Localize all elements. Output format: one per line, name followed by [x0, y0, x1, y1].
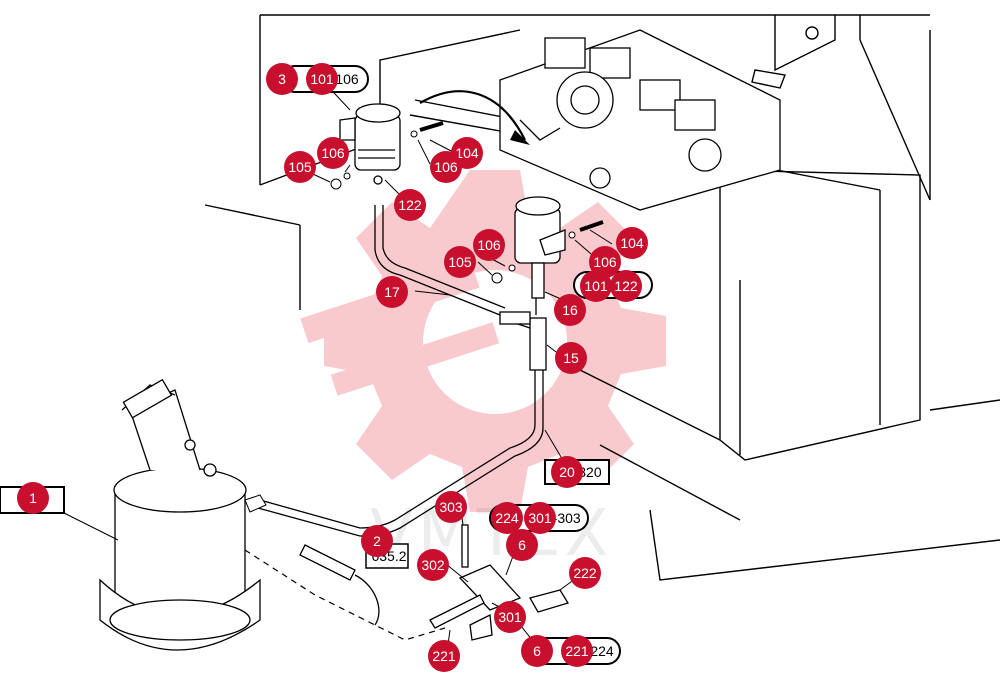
callout-15: 15 [555, 342, 587, 374]
svg-text:104: 104 [620, 235, 644, 251]
callout-106-top-a: 106 [317, 137, 349, 169]
callout-106-top-b: 106 [430, 151, 462, 183]
callout-224-a: 224 [491, 502, 523, 534]
washer-106b-mid [568, 231, 576, 239]
washer-106-mid [508, 264, 516, 272]
washer-106-top [343, 172, 351, 180]
svg-text:6: 6 [533, 643, 541, 659]
svg-text:301: 301 [528, 510, 552, 526]
svg-text:106: 106 [477, 237, 501, 253]
callout-6-a: 6 [506, 529, 538, 561]
bolt-104-top [419, 121, 444, 132]
arrow-icon [419, 90, 526, 141]
callout-1: 1 [17, 482, 49, 514]
reservoir-middle [514, 196, 566, 299]
washer-106b-top [410, 130, 418, 138]
callout-122-top: 122 [394, 189, 426, 221]
callout-101-mid: 101 [580, 270, 612, 302]
svg-text:221: 221 [565, 643, 589, 659]
svg-text:104: 104 [455, 145, 479, 161]
svg-text:122: 122 [614, 278, 638, 294]
callout-101-top: 101 [306, 63, 338, 95]
callout-6-b: 6 [521, 635, 553, 667]
arrow-head-icon [510, 130, 530, 145]
svg-text:101: 101 [310, 71, 334, 87]
callout-221-a: 221 [428, 640, 460, 672]
svg-text:224: 224 [495, 510, 519, 526]
svg-text:15: 15 [563, 350, 579, 366]
callout-2: 2 [361, 525, 393, 557]
callout-221-b: 221 [561, 635, 593, 667]
svg-text:3: 3 [278, 71, 286, 87]
callout-301-b: 301 [494, 601, 526, 633]
callout-16: 16 [554, 294, 586, 326]
svg-text:105: 105 [288, 159, 312, 175]
sensor-635 [299, 544, 380, 626]
callout-122-mid: 122 [610, 270, 642, 302]
callout-301-a: 301 [524, 502, 556, 534]
callout-106-mid-a: 106 [473, 229, 505, 261]
swing-motor [99, 378, 261, 651]
svg-text:303: 303 [439, 499, 463, 515]
dashed-leader [244, 549, 446, 641]
watermark-gear-icon [300, 170, 666, 512]
svg-text:301: 301 [498, 609, 522, 625]
nut-105-top [330, 178, 342, 190]
svg-text:302: 302 [421, 557, 445, 573]
motor-port-fitting [244, 494, 267, 513]
mount-bracket [751, 15, 836, 89]
svg-text:106: 106 [321, 145, 345, 161]
svg-text:105: 105 [448, 254, 472, 270]
svg-text:221: 221 [432, 648, 456, 664]
callout-105-mid: 105 [444, 246, 476, 278]
nut-105-mid [491, 272, 503, 284]
svg-text:101: 101 [584, 278, 608, 294]
callout-20: 20 [551, 456, 583, 488]
callout-3: 3 [266, 63, 298, 95]
callout-302: 302 [417, 549, 449, 581]
callout-17: 17 [376, 276, 408, 308]
callout-303: 303 [435, 491, 467, 523]
svg-text:6: 6 [518, 537, 526, 553]
callout-222: 222 [569, 557, 601, 589]
svg-text:222: 222 [573, 565, 597, 581]
svg-text:16: 16 [562, 302, 578, 318]
svg-text:106: 106 [593, 254, 617, 270]
engine-block [499, 29, 781, 211]
svg-text:17: 17 [384, 284, 400, 300]
callout-105-top: 105 [284, 151, 316, 183]
bracket-assembly [429, 524, 569, 641]
reservoir-top [339, 103, 401, 185]
svg-text:20: 20 [559, 464, 575, 480]
callout-104-mid: 104 [616, 227, 648, 259]
svg-text:106: 106 [434, 159, 458, 175]
svg-text:122: 122 [398, 197, 422, 213]
tee-fitting-15 [499, 311, 547, 371]
callout-106-mid-b: 106 [589, 246, 621, 278]
svg-text:2: 2 [373, 533, 381, 549]
svg-text:1: 1 [29, 490, 37, 506]
bolt-104-mid [579, 220, 604, 232]
